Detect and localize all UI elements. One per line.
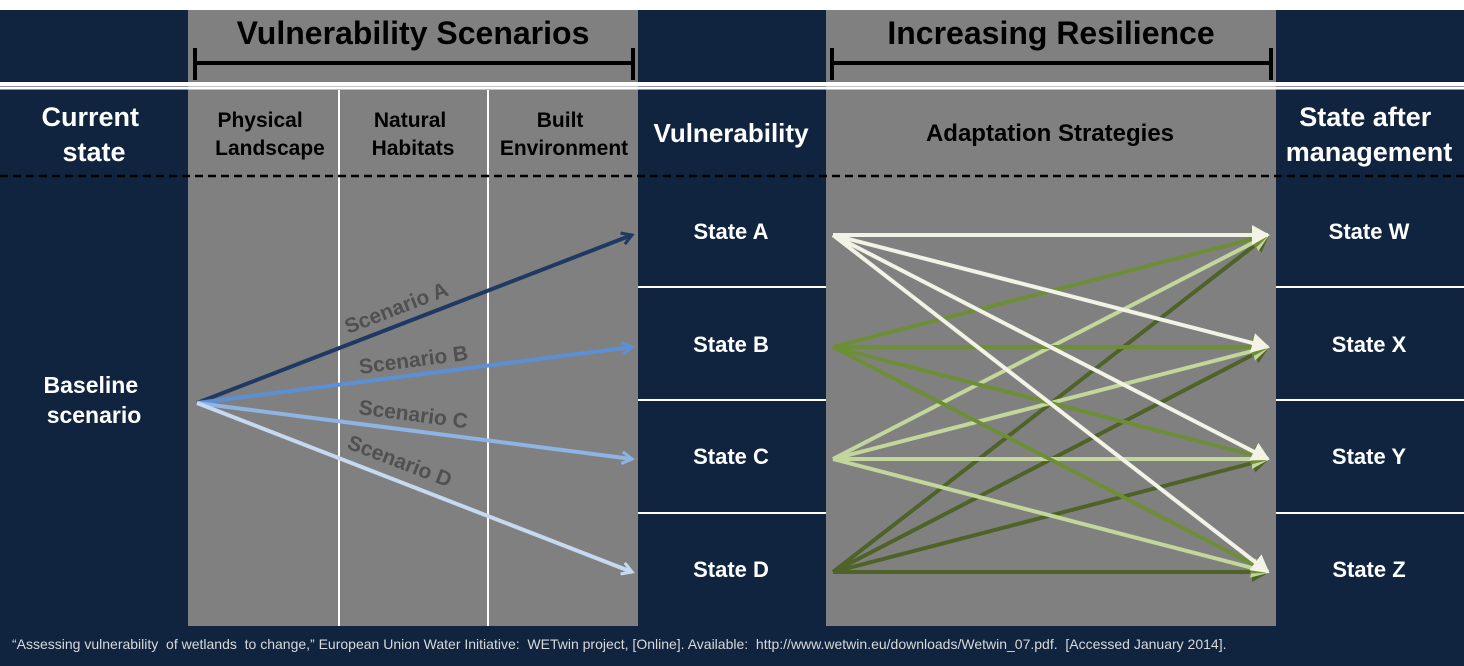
increasing-resilience-bracket — [830, 48, 1273, 80]
state-w-label: State W — [1329, 219, 1410, 244]
arrow-c-to-z — [832, 457, 1270, 578]
state-a-label: State A — [694, 219, 769, 244]
physical-landscape-header: Physical Landscape — [215, 109, 325, 160]
state-c-label: State C — [693, 444, 769, 469]
current-state-header: Current state — [41, 102, 146, 167]
scenario-b-arrow — [196, 347, 632, 405]
scenario-c-arrow — [196, 401, 632, 459]
natural-habitats-header: Natural Habitats — [372, 109, 455, 160]
citation-text: “Assessing vulnerability of wetlands to … — [12, 636, 1226, 652]
top-band-scenarios — [188, 10, 638, 82]
state-z-label: State Z — [1332, 557, 1405, 582]
scenario-arrows — [196, 235, 632, 572]
vulnerability-header: Vulnerability — [653, 118, 809, 148]
state-b-label: State B — [693, 332, 769, 357]
baseline-scenario-label: Baseline scenario — [44, 372, 145, 428]
state-x-label: State X — [1332, 332, 1407, 357]
vulnerability-scenarios-bracket — [193, 48, 635, 80]
arrow-b-to-z — [832, 345, 1270, 574]
top-band-left — [0, 10, 188, 82]
scenario-d-arrow — [196, 401, 632, 572]
arrow-a-to-z — [831, 233, 1270, 574]
state-y-label: State Y — [1332, 444, 1407, 469]
arrow-a-to-y — [832, 233, 1270, 461]
vulnerability-scenarios-title: Vulnerability Scenarios — [237, 15, 590, 51]
top-band-right — [1276, 10, 1464, 82]
increasing-resilience-title: Increasing Resilience — [887, 15, 1214, 51]
adaptation-column — [826, 86, 1276, 626]
citation-bar — [0, 626, 1464, 666]
adaptation-arrows — [831, 225, 1270, 582]
built-environment-header: Built Environment — [500, 109, 628, 160]
top-band-resilience — [826, 10, 1276, 82]
state-d-label: State D — [693, 557, 769, 582]
top-band-middle — [638, 10, 826, 82]
adaptation-strategies-header: Adaptation Strategies — [926, 120, 1174, 147]
arrow-a-to-x — [832, 233, 1270, 353]
state-after-management-header: State after management — [1286, 102, 1453, 167]
state-row-dividers — [638, 286, 1464, 514]
scenario-a-arrow — [196, 235, 632, 405]
